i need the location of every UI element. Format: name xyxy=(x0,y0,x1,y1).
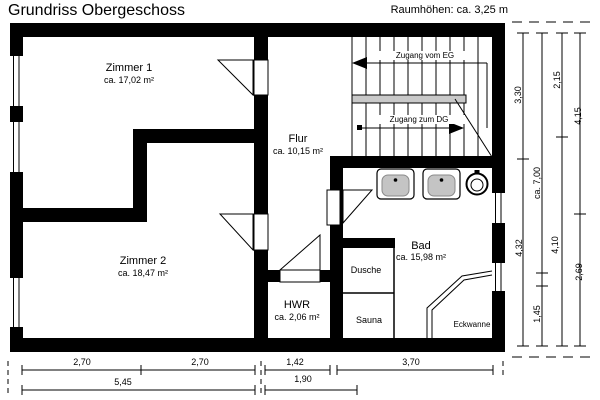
sink-left-icon xyxy=(376,168,415,200)
dusche-sauna-partition xyxy=(343,248,395,338)
wall-outer-top xyxy=(10,23,505,37)
dim-right-4-15: 4,15 xyxy=(573,107,583,125)
fixture-label-eckwanne: Eckwanne xyxy=(453,320,491,329)
wall-zimmer1-zimmer2 xyxy=(140,129,268,143)
arrow-start-dot xyxy=(357,125,362,130)
dim-right-2-69: 2,69 xyxy=(574,263,584,281)
wall-dusche-north xyxy=(343,238,395,248)
dim-right-4-10: 4,10 xyxy=(550,236,560,254)
room-area-zimmer2: ca. 18,47 m² xyxy=(117,268,169,278)
stair-landing xyxy=(351,94,467,104)
window-zimmer1-upper xyxy=(10,56,23,106)
door-zimmer2 xyxy=(218,213,269,252)
wall-step-vertical xyxy=(133,129,147,222)
dim-bottom-2-70-a: 2,70 xyxy=(73,357,91,367)
door-zimmer1 xyxy=(216,59,269,97)
arrow-right-icon xyxy=(449,122,464,134)
room-label-zimmer2: Zimmer 2 xyxy=(119,255,167,267)
stair-break-line xyxy=(454,98,493,158)
sink-right-icon xyxy=(422,168,461,200)
corner-bathtub-outline xyxy=(426,270,493,338)
dim-bottom-1-42: 1,42 xyxy=(286,357,304,367)
page-title: Grundriss Obergeschoss xyxy=(8,2,185,19)
dim-right-2-15: 2,15 xyxy=(552,71,562,89)
window-zimmer1-lower xyxy=(10,122,23,172)
room-label-flur: Flur xyxy=(288,133,308,145)
dim-right-4-32: 4,32 xyxy=(514,239,524,257)
room-area-flur: ca. 10,15 m² xyxy=(272,146,324,156)
wall-flur-west xyxy=(254,37,268,338)
dimension-lines-right xyxy=(512,21,592,358)
dim-bottom-2-70-b: 2,70 xyxy=(191,357,209,367)
dim-right-1-45: 1,45 xyxy=(532,305,542,323)
door-hwr xyxy=(278,233,321,283)
stair-direction-arrows xyxy=(352,57,488,134)
wall-under-stairs xyxy=(330,156,505,168)
room-area-zimmer1: ca. 17,02 m² xyxy=(103,75,155,85)
window-zimmer2 xyxy=(10,278,23,327)
dim-right-ca-7-00: ca. 7,00 xyxy=(532,166,542,200)
wall-outer-bottom xyxy=(10,338,505,352)
room-label-hwr: HWR xyxy=(283,299,311,311)
fixture-label-sauna: Sauna xyxy=(355,315,383,325)
dim-bottom-1-90: 1,90 xyxy=(294,374,312,384)
fixture-label-dusche: Dusche xyxy=(350,265,382,275)
room-label-bad: Bad xyxy=(411,240,431,252)
dim-right-3-30: 3,30 xyxy=(513,86,523,104)
room-area-hwr: ca. 2,06 m² xyxy=(274,312,320,322)
room-area-bad: ca. 15,98 m² xyxy=(395,252,447,262)
toilet-icon xyxy=(465,170,489,196)
dim-bottom-5-45: 5,45 xyxy=(114,377,132,387)
stair-label-to-dg: Zugang zum DG xyxy=(373,115,465,124)
wall-zimmer1-zimmer2-left xyxy=(10,208,147,222)
door-bad xyxy=(326,189,374,226)
window-bad-lower xyxy=(492,263,505,291)
room-label-zimmer1: Zimmer 1 xyxy=(105,62,153,74)
room-height-note: Raumhöhen: ca. 3,25 m xyxy=(390,4,508,16)
arrow-left-icon xyxy=(352,57,367,69)
window-bad-upper xyxy=(492,193,505,223)
stair-label-from-eg: Zugang vom EG xyxy=(379,51,471,60)
dim-bottom-3-70: 3,70 xyxy=(402,357,420,367)
dimension-lines-bottom xyxy=(7,361,504,397)
